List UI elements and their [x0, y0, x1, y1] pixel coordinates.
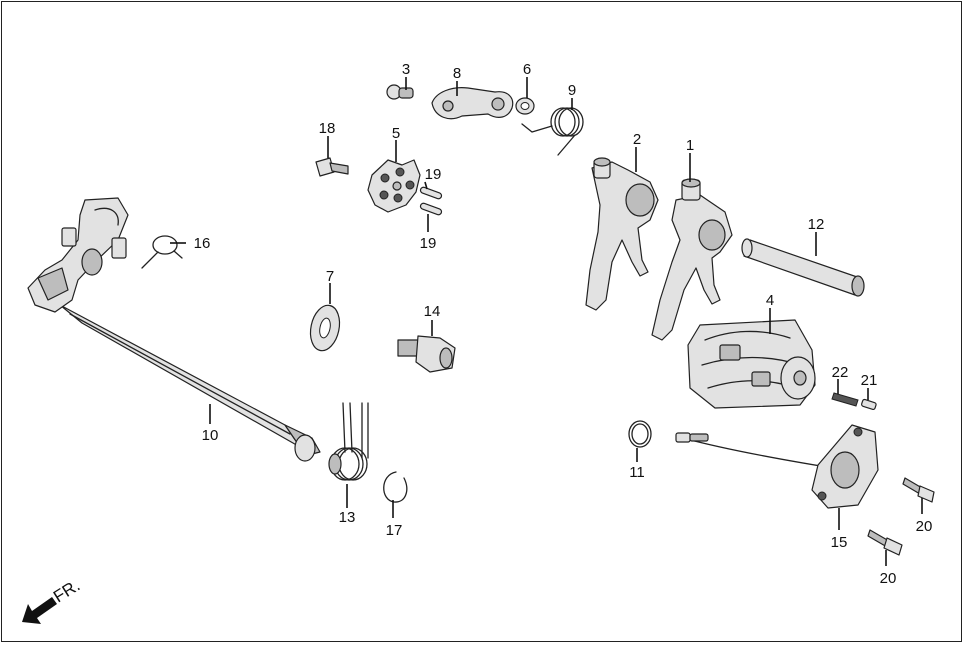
front-arrow-icon: [22, 597, 57, 624]
part-12-fork-shaft: [741, 238, 865, 297]
callout-10: 10: [202, 427, 219, 444]
callout-22: 22: [832, 364, 849, 381]
callout-20-upper: 20: [916, 518, 933, 535]
part-3-bolt: [386, 84, 414, 100]
callout-1: 1: [686, 137, 694, 154]
part-8-stopper-arm: [431, 87, 514, 120]
callout-19-lower: 19: [420, 235, 437, 252]
callout-2: 2: [633, 131, 641, 148]
part-1-shift-fork: [651, 178, 733, 341]
part-4-shift-drum: [687, 319, 816, 409]
part-15-sensor: [675, 424, 879, 509]
part-11-o-ring: [628, 420, 652, 448]
part-2-shift-fork: [585, 157, 659, 311]
part-20-bolt-lower: [867, 529, 903, 556]
callout-3: 3: [402, 61, 410, 78]
callout-4: 4: [766, 292, 774, 309]
callout-14: 14: [424, 303, 441, 320]
part-9-spring: [521, 107, 584, 156]
part-7-washer: [309, 304, 341, 352]
part-17-circlip: [383, 471, 408, 503]
callout-18: 18: [319, 120, 336, 137]
leader-lines: [170, 77, 923, 566]
part-13-return-spring: [328, 402, 369, 481]
callout-13: 13: [339, 509, 356, 526]
part-20-bolt-upper: [902, 477, 935, 503]
callout-7: 7: [326, 268, 334, 285]
callout-20-lower: 20: [880, 570, 897, 587]
part-19-pins: [419, 186, 443, 216]
callout-5: 5: [392, 125, 400, 142]
callout-8: 8: [453, 65, 461, 82]
callout-9: 9: [568, 82, 576, 99]
callout-17: 17: [386, 522, 403, 539]
callout-21: 21: [861, 372, 878, 389]
callout-19-upper: 19: [425, 166, 442, 183]
part-22-pin: [831, 392, 859, 407]
callout-6: 6: [523, 61, 531, 78]
part-21-pin: [861, 398, 877, 411]
part-18-bolt: [315, 157, 349, 177]
callout-labels: 1 2 3 4 5 6 7 8 9 10 11 12 13 14 15 16 1…: [194, 61, 933, 587]
callout-16: 16: [194, 235, 211, 252]
callout-12: 12: [808, 216, 825, 233]
part-14-bolt: [397, 335, 456, 373]
part-16-spring: [141, 235, 183, 269]
part-5-shift-cam-plate: [367, 159, 421, 213]
callout-15: 15: [831, 534, 848, 551]
callout-11: 11: [629, 464, 645, 481]
front-direction-indicator: FR.: [22, 576, 83, 624]
part-10-shift-shaft: [27, 197, 321, 462]
part-6-washer: [515, 97, 535, 115]
